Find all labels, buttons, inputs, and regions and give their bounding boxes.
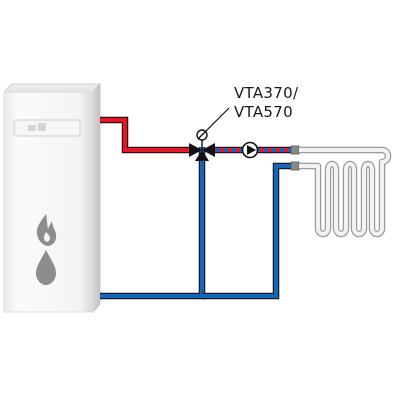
supply-pipe-hot — [100, 116, 192, 154]
flame-icon — [36, 214, 57, 246]
pipe-connectors — [290, 145, 300, 171]
boiler — [2, 82, 102, 314]
valve-label-line-2: VTA570 — [234, 103, 293, 121]
underfloor-heating-loop — [299, 146, 392, 238]
return-pipes — [100, 147, 292, 300]
oil-drop-icon — [36, 250, 56, 285]
boiler-badge — [13, 119, 81, 137]
valve-leader-line — [205, 107, 230, 132]
pump-icon — [241, 141, 259, 159]
mixing-valve — [189, 129, 215, 161]
valve-actuator-icon — [196, 129, 208, 141]
valve-label-line-1: VTA370/ — [234, 84, 299, 102]
